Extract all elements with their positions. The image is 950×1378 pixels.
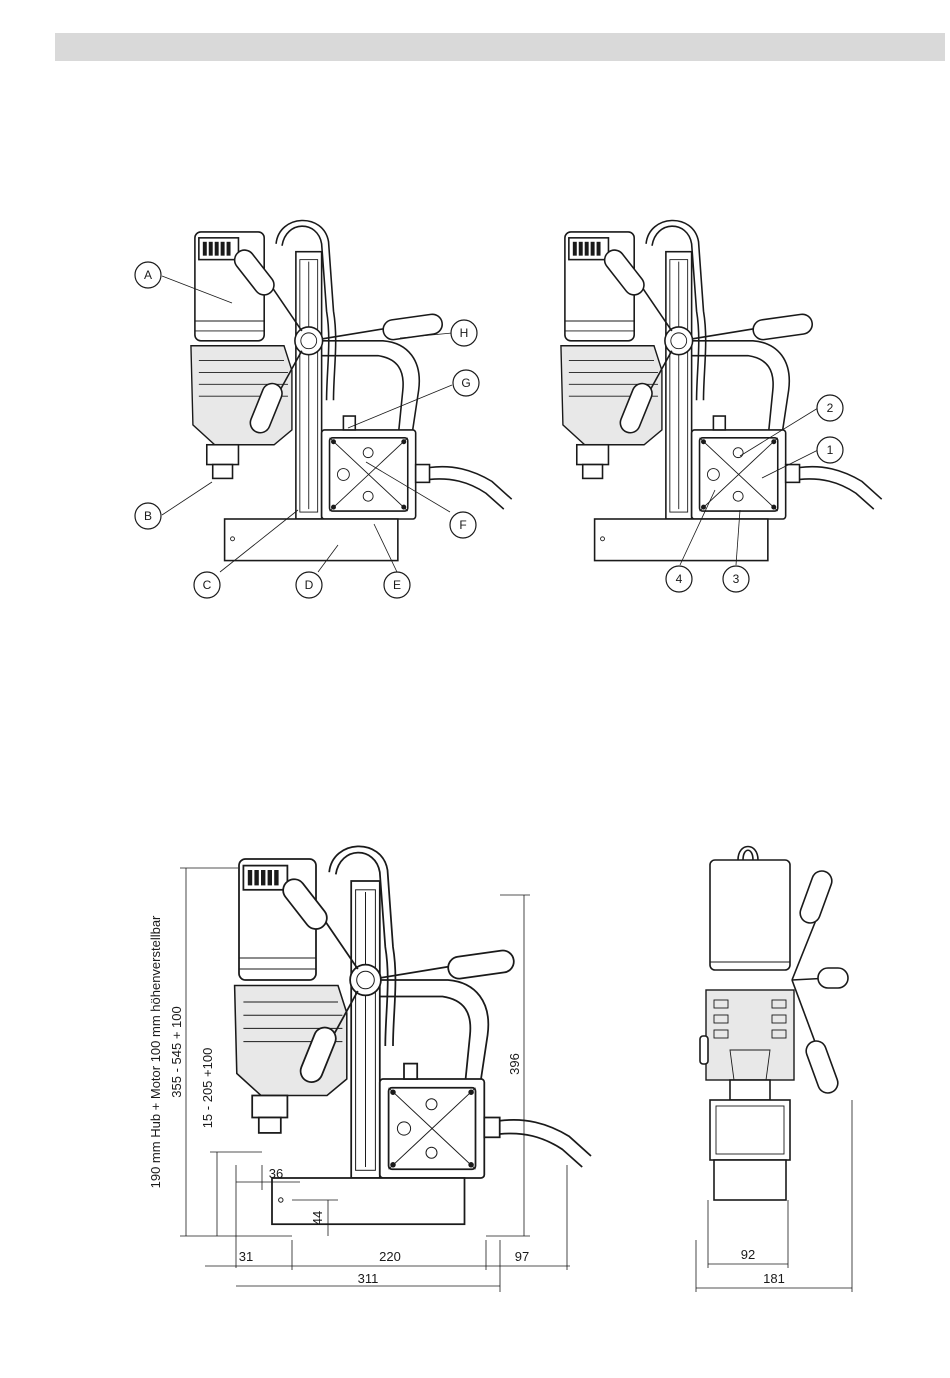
callout-D: D <box>296 572 322 598</box>
dim-total-width: 181 <box>763 1271 785 1286</box>
svg-text:3: 3 <box>733 572 740 586</box>
dim-column-height: 396 <box>507 1053 522 1075</box>
dim-rear-offset: 97 <box>515 1249 529 1264</box>
callout-1: 1 <box>817 437 843 463</box>
dim-base-length: 220 <box>379 1249 401 1264</box>
svg-text:1: 1 <box>827 443 834 457</box>
callout-3: 3 <box>723 566 749 592</box>
svg-text:D: D <box>305 578 314 592</box>
dim-spindle-offset: 36 <box>269 1166 283 1181</box>
svg-text:G: G <box>461 376 470 390</box>
callout-B: B <box>135 503 161 529</box>
drill-illustration-dimensioned-side <box>235 846 591 1224</box>
svg-text:E: E <box>393 578 401 592</box>
callout-4: 4 <box>666 566 692 592</box>
dim-total-length: 311 <box>358 1271 379 1286</box>
callout-E: E <box>384 572 410 598</box>
dim-base-height: 44 <box>310 1211 325 1225</box>
callout-2: 2 <box>817 395 843 421</box>
dim-height-total: 355 - 545 + 100 <box>169 1006 184 1097</box>
callout-F: F <box>450 512 476 538</box>
callout-G: G <box>453 370 479 396</box>
callout-A: A <box>135 262 161 288</box>
drill-illustration-front-view <box>700 847 848 1201</box>
svg-text:H: H <box>460 326 469 340</box>
dim-front-offset: 31 <box>239 1249 253 1264</box>
dim-height-spindle: 15 - 205 +100 <box>200 1048 215 1129</box>
svg-text:A: A <box>144 268 152 282</box>
dim-base-width: 92 <box>741 1247 755 1262</box>
drill-illustration-right <box>561 220 882 560</box>
callout-H: H <box>451 320 477 346</box>
callout-C: C <box>194 572 220 598</box>
svg-text:2: 2 <box>827 401 834 415</box>
svg-text:C: C <box>203 578 212 592</box>
svg-text:4: 4 <box>676 572 683 586</box>
svg-text:F: F <box>459 518 466 532</box>
svg-text:B: B <box>144 509 152 523</box>
dim-stroke-note: 190 mm Hub + Motor 100 mm höhenverstellb… <box>148 915 163 1188</box>
